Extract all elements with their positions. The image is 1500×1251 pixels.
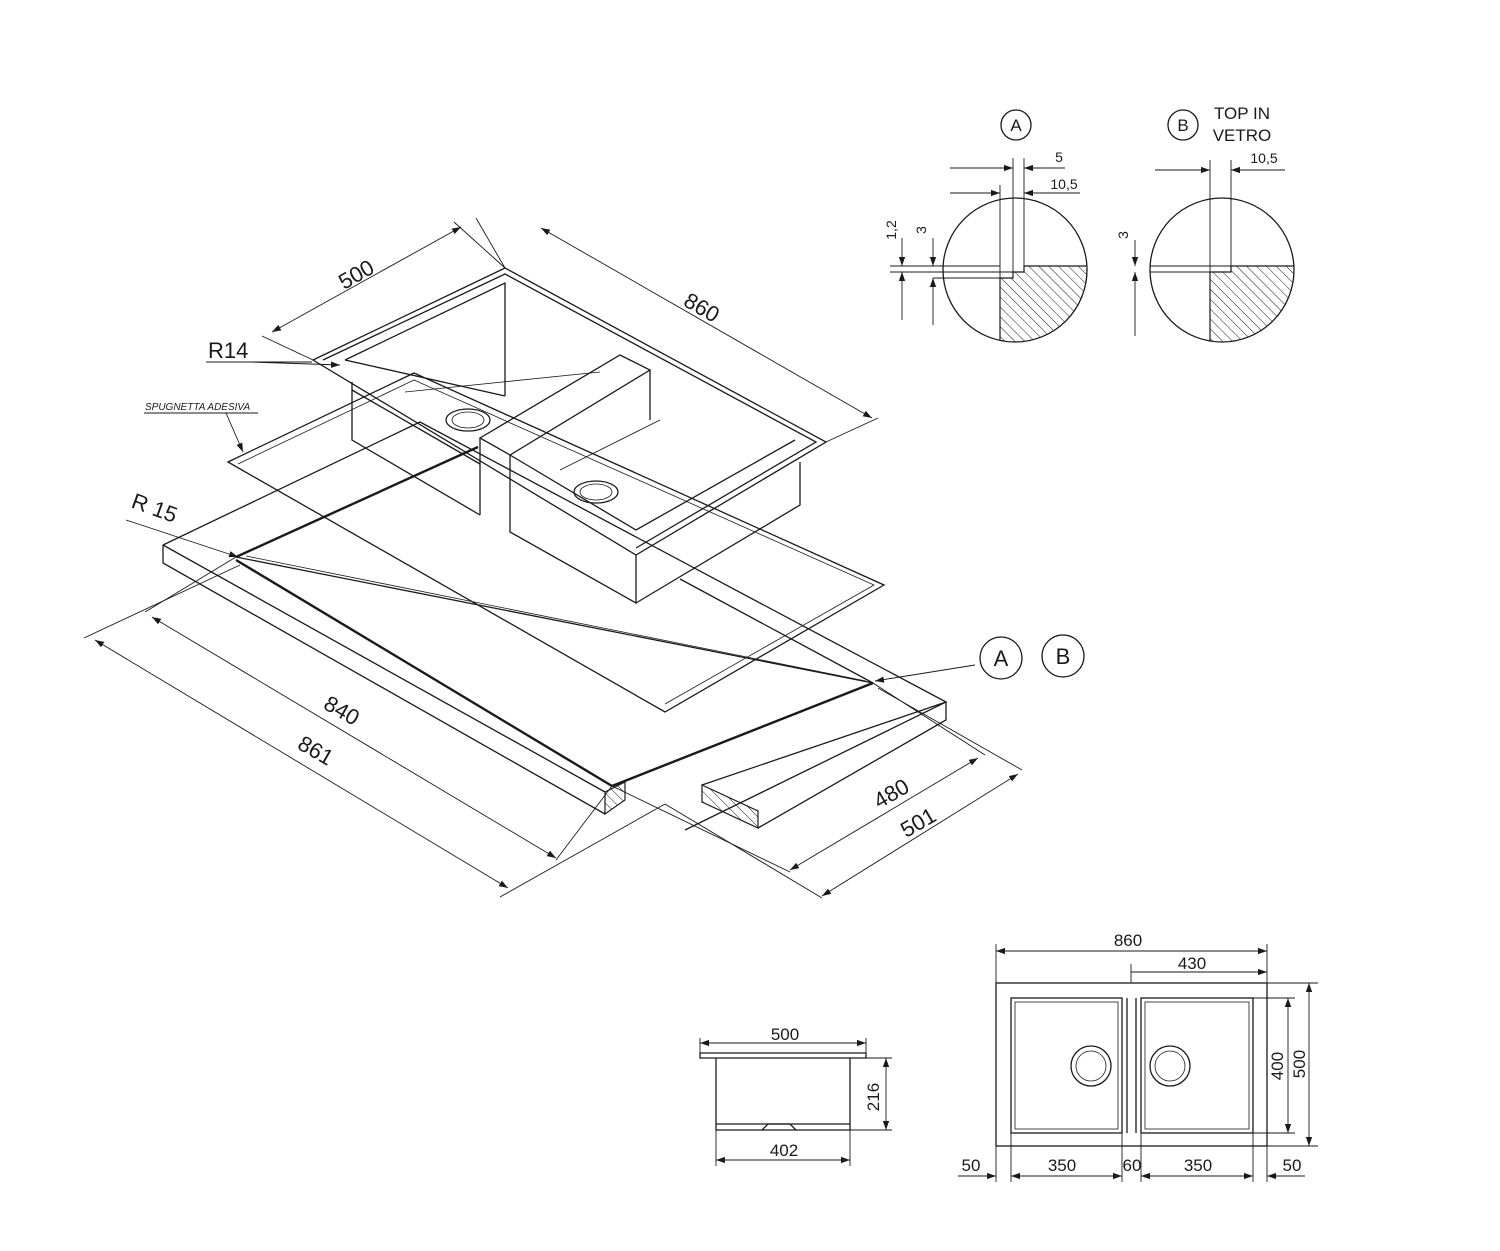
top-view-dim-divider: 60 — [1123, 1156, 1142, 1175]
iso-radius-r14-label: R14 — [208, 338, 248, 363]
isometric-view: 500 860 R14 SPUGNETTA ADESIVA R 15 840 — [83, 217, 1085, 899]
iso-dim-860-label: 860 — [680, 287, 724, 327]
countertop — [162, 421, 948, 831]
top-view-dim-860: 860 — [1114, 931, 1142, 950]
detail-a-dim-10-5: 10,5 — [1050, 176, 1077, 192]
iso-dim-500-label: 500 — [334, 254, 378, 294]
iso-radius-r15-label: R 15 — [128, 488, 180, 527]
detail-b-dim-3: 3 — [1115, 231, 1131, 239]
side-view-dim-402: 402 — [770, 1141, 798, 1160]
detail-a-dim-1-2: 1,2 — [883, 220, 899, 240]
iso-detail-callout: A B — [874, 634, 1085, 683]
side-view-dim-216: 216 — [864, 1083, 883, 1111]
top-view-dim-500: 500 — [1290, 1050, 1309, 1078]
detail-b-note-line2: VETRO — [1213, 126, 1272, 145]
detail-b-note-line1: TOP IN — [1214, 104, 1270, 123]
top-view-dim-400: 400 — [1268, 1052, 1287, 1080]
iso-dim-480-label: 480 — [869, 773, 913, 813]
iso-radius-r14: R14 — [206, 338, 341, 368]
detail-a: A 5 10,5 1,2 3 — [883, 109, 1088, 343]
iso-callout-b: B — [1056, 644, 1071, 669]
top-view-dim-430: 430 — [1178, 954, 1206, 973]
detail-a-dim-3: 3 — [913, 226, 929, 234]
detail-b: B TOP IN VETRO 10,5 3 — [1115, 104, 1295, 343]
iso-dim-861-label: 861 — [294, 730, 338, 770]
detail-b-tag: B — [1177, 116, 1188, 135]
iso-dim-861: 861 — [83, 564, 666, 898]
iso-dim-840: 840 — [144, 556, 613, 861]
iso-dim-840-label: 840 — [320, 690, 364, 730]
iso-sponge-label: SPUGNETTA ADESIVA — [145, 402, 251, 413]
top-view-dim-bowl-right: 350 — [1184, 1156, 1212, 1175]
top-view-dim-bowl-left: 350 — [1048, 1156, 1076, 1175]
top-view: 860 430 400 500 50 350 60 350 50 — [958, 931, 1318, 1182]
iso-dim-501-label: 501 — [896, 802, 940, 842]
side-view: 500 216 402 — [699, 1025, 892, 1166]
detail-a-tag: A — [1010, 116, 1022, 135]
iso-dim-860: 860 — [475, 217, 879, 443]
side-view-dim-500: 500 — [771, 1025, 799, 1044]
sink-body — [311, 267, 828, 605]
top-view-dim-margin-right: 50 — [1283, 1156, 1302, 1175]
top-view-dim-margin-left: 50 — [962, 1156, 981, 1175]
detail-b-dim-10-5: 10,5 — [1250, 150, 1277, 166]
detail-a-dim-5: 5 — [1055, 149, 1063, 165]
sponge-gasket — [226, 372, 886, 713]
iso-radius-r15: R 15 — [125, 488, 239, 558]
iso-callout-a: A — [994, 646, 1009, 671]
iso-sponge-callout: SPUGNETTA ADESIVA — [144, 402, 258, 453]
